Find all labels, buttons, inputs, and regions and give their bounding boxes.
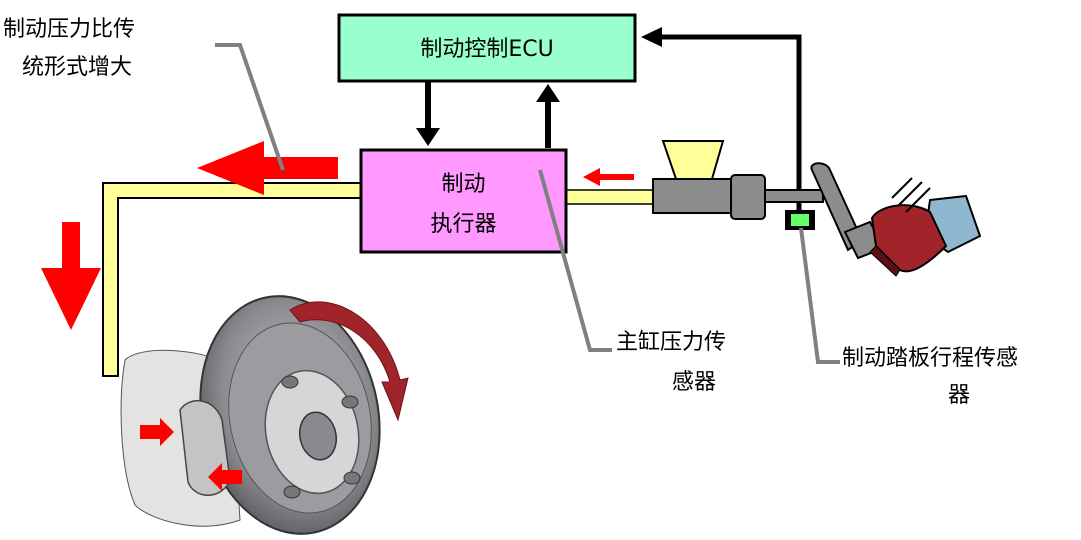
ecu-box xyxy=(337,13,637,83)
master-cylinder-flow-arrow xyxy=(583,168,634,186)
master-cylinder-sensor-label-line2: 感器 xyxy=(672,370,717,395)
pedal-stroke-sensor-label-line2: 器 xyxy=(948,383,971,408)
actuator-to-ecu-arrow xyxy=(536,84,560,148)
master-cylinder-pipe xyxy=(565,189,657,205)
pressure-increase-label-line2: 统形式增大 xyxy=(22,55,133,80)
actuator-label-line1: 制动 xyxy=(441,172,486,197)
master-cylinder-sensor-label-line1: 主缸压力传 xyxy=(616,330,727,355)
actuator-box xyxy=(359,148,568,254)
pedal-sensor-signal-line xyxy=(641,27,802,212)
pressure-increase-arrow xyxy=(197,141,338,195)
pressure-increase-label-line1: 制动压力比传 xyxy=(3,17,136,42)
ecu-label: 制动控制ECU xyxy=(420,37,554,62)
actuator-label-line2: 执行器 xyxy=(430,212,497,237)
pedal-stroke-sensor-label-line1: 制动踏板行程传感 xyxy=(842,346,1019,371)
down-to-wheel-arrow xyxy=(41,222,101,330)
brake-pedal xyxy=(810,162,886,260)
ecu-to-actuator-arrow xyxy=(416,82,440,146)
leader-lines xyxy=(215,43,840,364)
driver-foot xyxy=(869,177,982,277)
pedal-stroke-sensor xyxy=(785,210,815,230)
master-cylinder xyxy=(652,140,824,220)
brake-disc-assembly xyxy=(120,295,409,535)
